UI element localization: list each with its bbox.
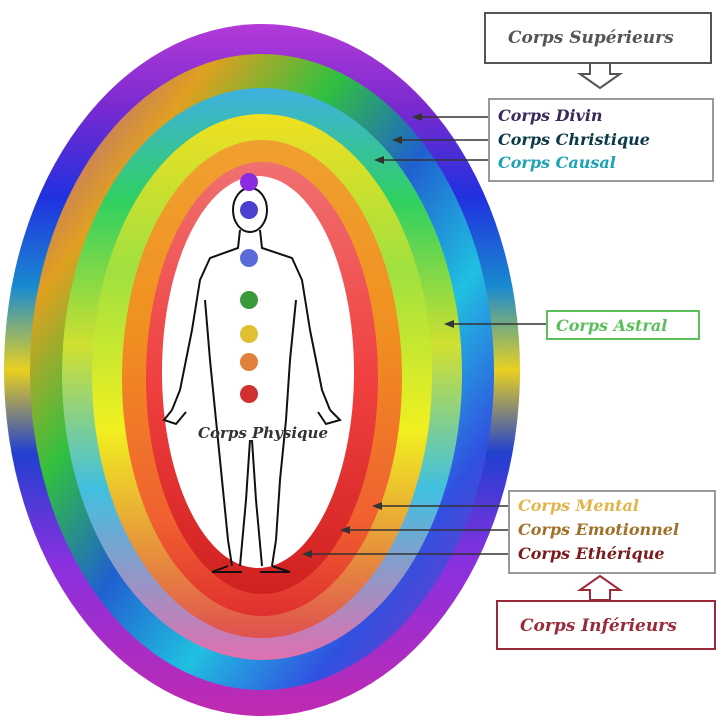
label-corps-mental: Corps Mental [518,496,639,515]
label-corps-emotionnel: Corps Emotionnel [518,520,680,539]
chakra-crown [240,173,258,191]
lower-group-box: Corps Inférieurs [496,600,716,650]
astral-box: Corps Astral [546,310,700,340]
label-corps-christique: Corps Christique [498,130,650,149]
label-corps-physique: Corps Physique [198,424,328,442]
upper-group-box: Corps Supérieurs [484,12,712,64]
chakra-solar [240,325,258,343]
chakra-root [240,385,258,403]
connector-lines [308,116,546,555]
chakra-throat [240,249,258,267]
label-corps-etherique: Corps Ethérique [518,544,665,563]
chakra-third-eye [240,201,258,219]
upper-group-title: Corps Supérieurs [508,28,674,48]
chakra-heart [240,291,258,309]
lower-group-title: Corps Inférieurs [520,616,677,636]
label-corps-astral: Corps Astral [556,316,668,335]
chakra-sacral [240,353,258,371]
up-arrow-icon [576,574,624,601]
down-arrow-icon [576,61,624,90]
label-corps-causal: Corps Causal [498,153,616,172]
label-corps-divin: Corps Divin [498,106,603,125]
chakra-points [240,173,258,403]
upper-bodies-box: Corps Divin Corps Christique Corps Causa… [488,98,714,182]
lower-bodies-box: Corps Mental Corps Emotionnel Corps Ethé… [508,490,716,574]
connector-arrowheads [302,113,454,558]
aura-core [162,176,354,568]
